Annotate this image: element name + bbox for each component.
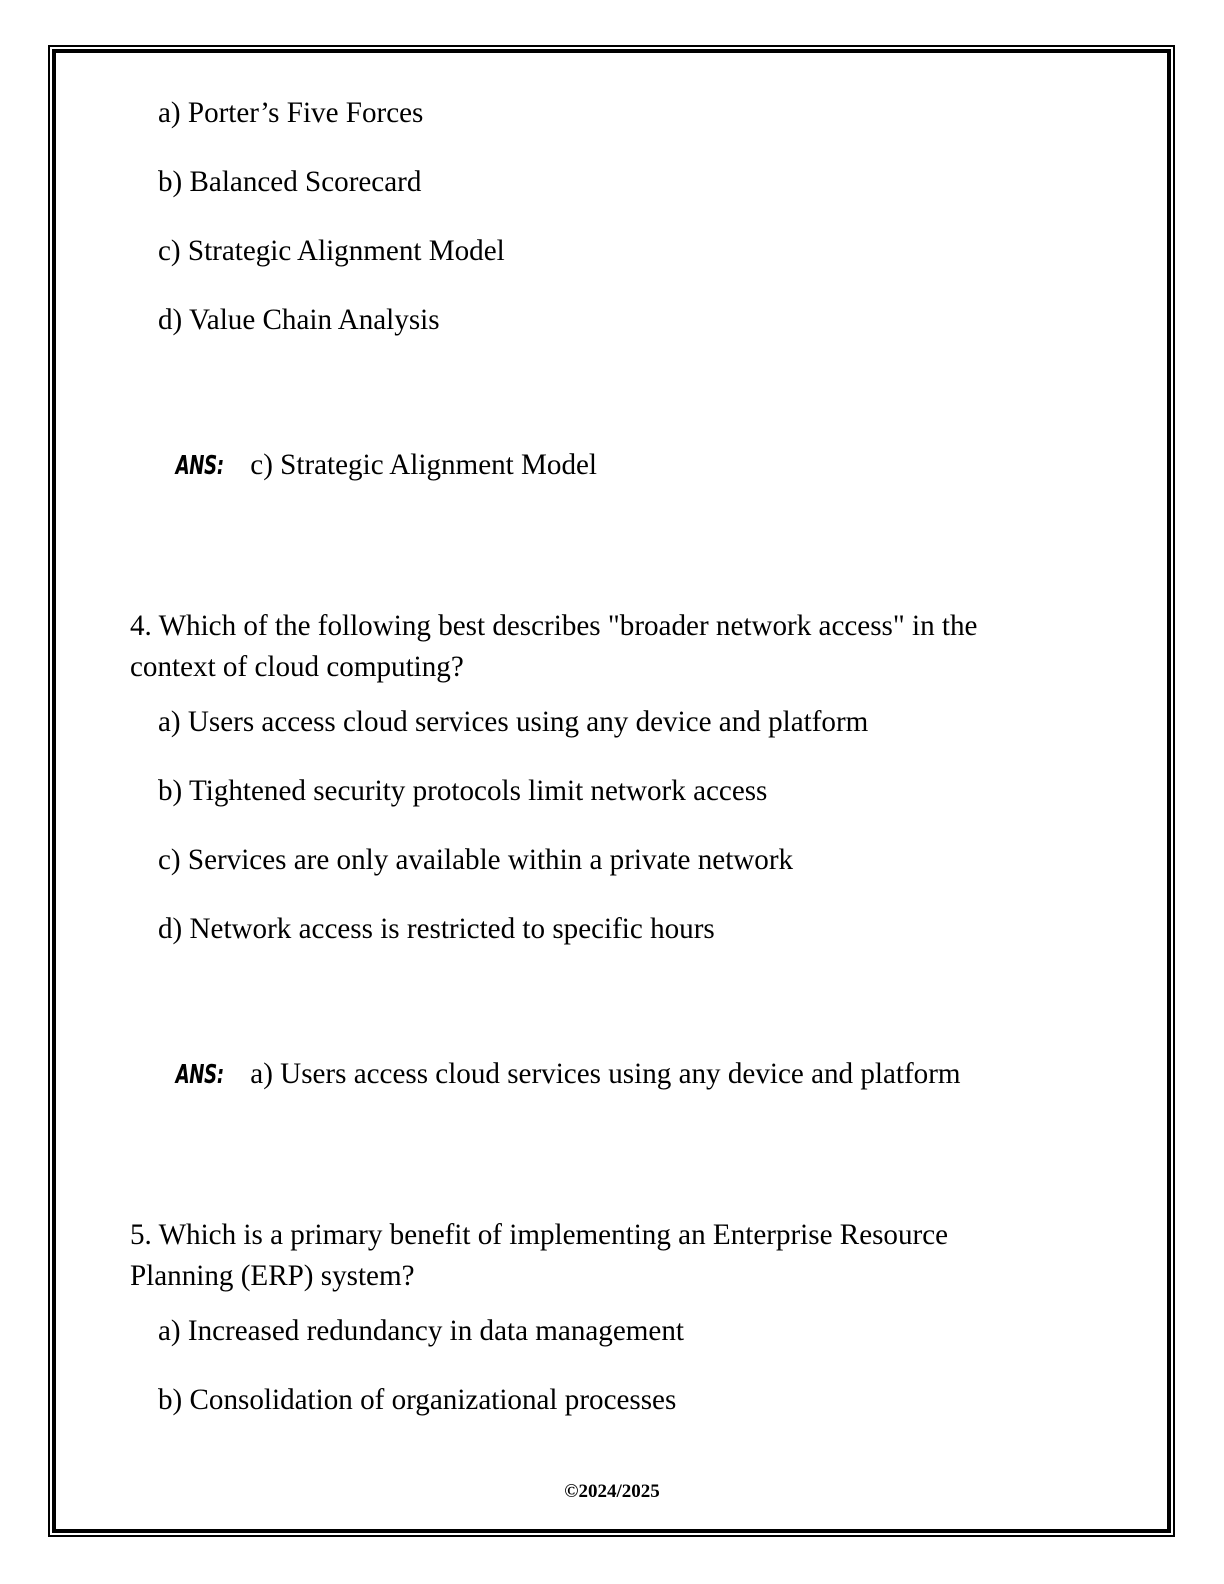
- q3-option-b: b) Balanced Scorecard: [158, 165, 422, 198]
- q3-option-a: a) Porter’s Five Forces: [158, 96, 424, 129]
- q4-option-c: c) Services are only available within a …: [158, 843, 794, 876]
- answer-label: ANS:: [175, 451, 225, 481]
- page-border-outer: [48, 45, 1175, 1537]
- q3-answer-text: c) Strategic Alignment Model: [250, 448, 597, 481]
- q4-option-a: a) Users access cloud services using any…: [158, 705, 869, 738]
- q3-option-c: c) Strategic Alignment Model: [158, 234, 505, 267]
- q5-option-a: a) Increased redundancy in data manageme…: [158, 1314, 684, 1347]
- answer-label: ANS:: [175, 1060, 225, 1090]
- q3-answer-line: ANS: c) Strategic Alignment Model: [130, 444, 1018, 487]
- page-footer: ©2024/2025: [564, 1481, 660, 1502]
- question-4-prompt: 4. Which of the following best describes…: [130, 609, 978, 683]
- document-content: a) Porter’s Five Forces b) Balanced Scor…: [130, 92, 1045, 1420]
- q4-option-d: d) Network access is restricted to speci…: [158, 912, 715, 945]
- question-5-prompt: 5. Which is a primary benefit of impleme…: [130, 1218, 949, 1292]
- q3-option-d: d) Value Chain Analysis: [158, 303, 440, 336]
- page-border-inner: [52, 49, 1171, 1533]
- q4-option-b: b) Tightened security protocols limit ne…: [158, 774, 768, 807]
- q4-answer-line: ANS: a) Users access cloud services using…: [130, 1053, 1018, 1096]
- q4-answer-text: a) Users access cloud services using any…: [250, 1057, 961, 1090]
- q5-option-b: b) Consolidation of organizational proce…: [158, 1383, 677, 1416]
